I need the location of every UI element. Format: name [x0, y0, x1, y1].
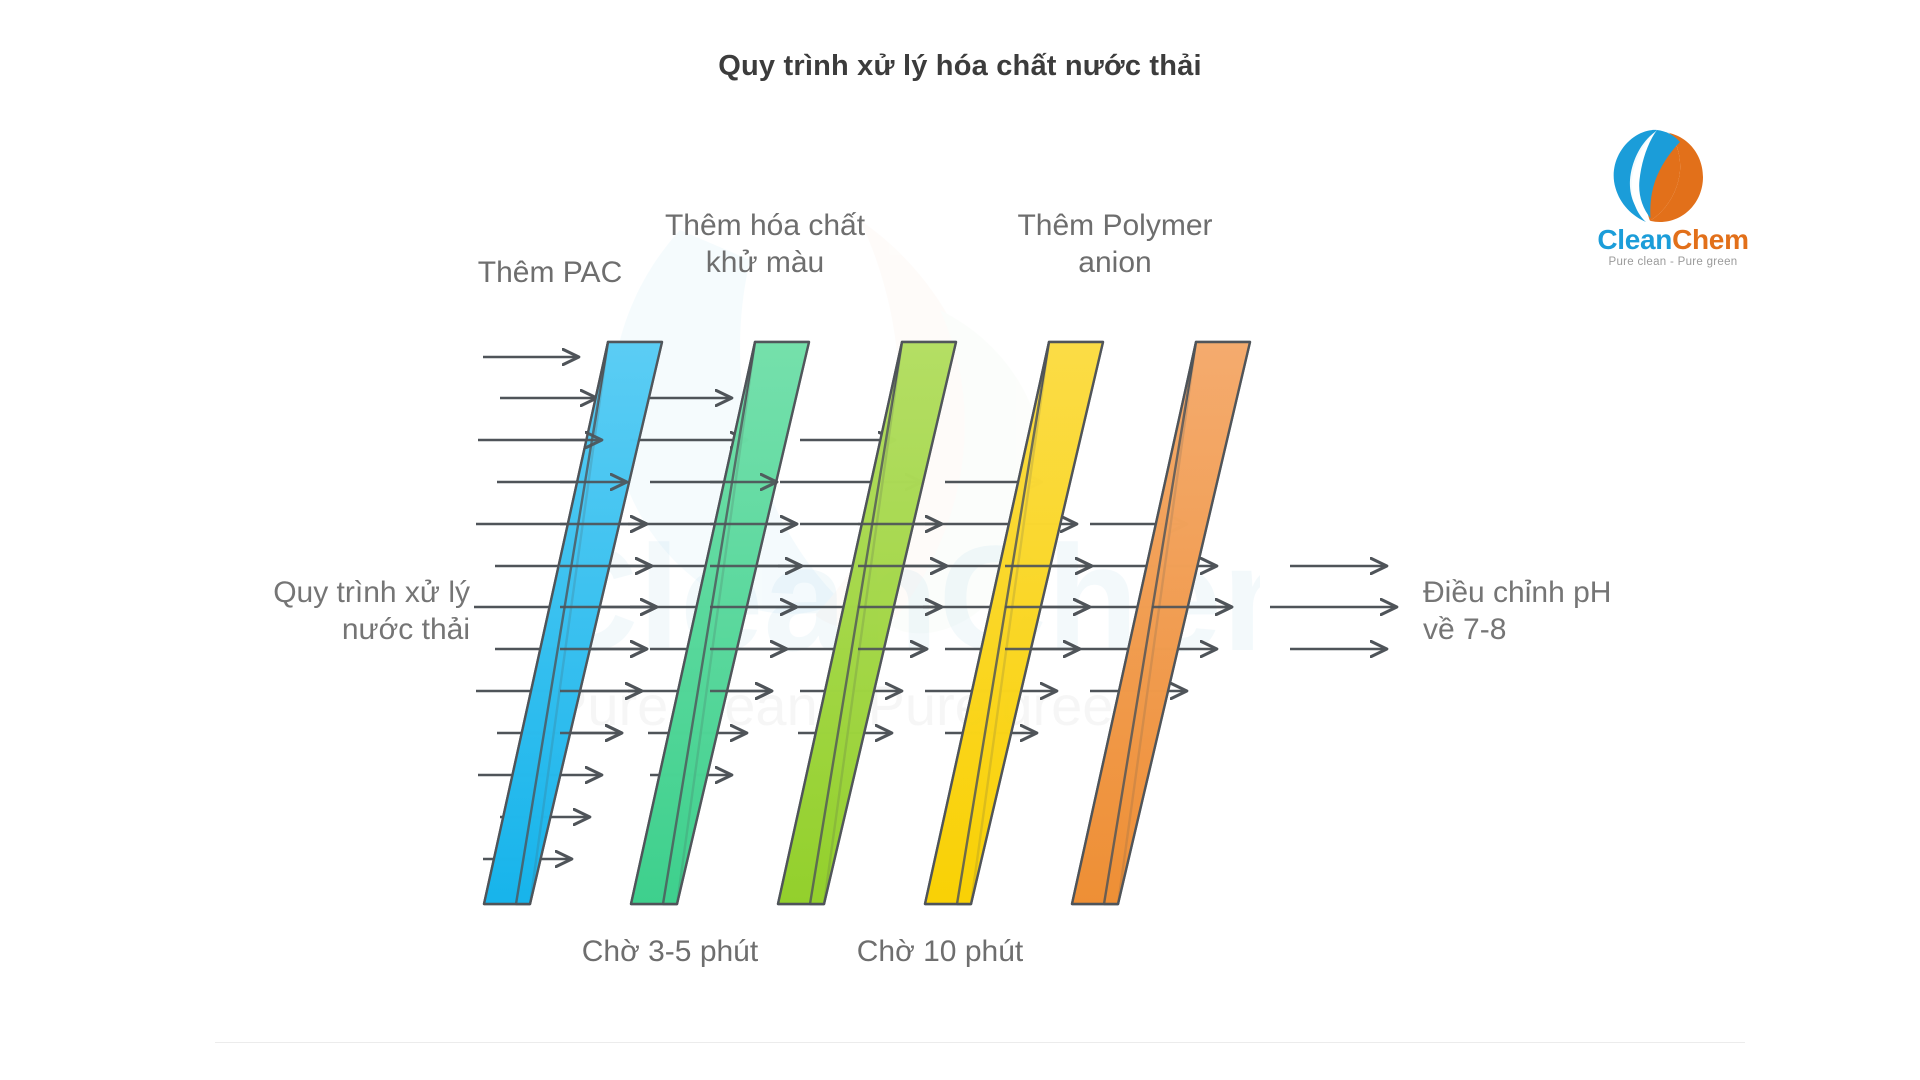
page-title: Quy trình xử lý hóa chất nước thải — [718, 50, 1202, 82]
stage-shape-stage3[interactable] — [776, 340, 958, 906]
wait-label-1: Chờ 3-5 phút — [581, 935, 759, 968]
footer-divider — [215, 1042, 1745, 1043]
stage-shape-polymer[interactable] — [923, 340, 1105, 906]
brand-part-chem: Chem — [1672, 224, 1749, 255]
stage-label-pac: Thêm PAC — [477, 256, 623, 289]
brand-part-clean: Clean — [1597, 224, 1673, 255]
brand-wordmark: CleanChem — [1578, 224, 1768, 256]
stage-label-decolor: Thêm hóa chất khử màu — [664, 209, 866, 279]
brand-logo[interactable]: CleanChem Pure clean - Pure green — [1578, 128, 1768, 268]
flow-arrows-overlay — [560, 440, 1230, 733]
brand-tagline: Pure clean - Pure green — [1608, 256, 1738, 268]
input-label: Quy trình xử lý nước thải — [273, 576, 470, 646]
output-label: Điều chỉnh pH về 7-8 — [1423, 576, 1612, 646]
stage-shape-decolor[interactable] — [629, 340, 811, 906]
leaf-circle-icon — [1613, 129, 1703, 222]
stage-shape-pac[interactable] — [482, 340, 664, 906]
wait-label-2: Chờ 10 phút — [856, 935, 1024, 968]
stage-label-polymer: Thêm Polymer anion — [1017, 209, 1213, 279]
stage-shapes — [482, 340, 1252, 906]
stage-shape-ph[interactable] — [1070, 340, 1252, 906]
